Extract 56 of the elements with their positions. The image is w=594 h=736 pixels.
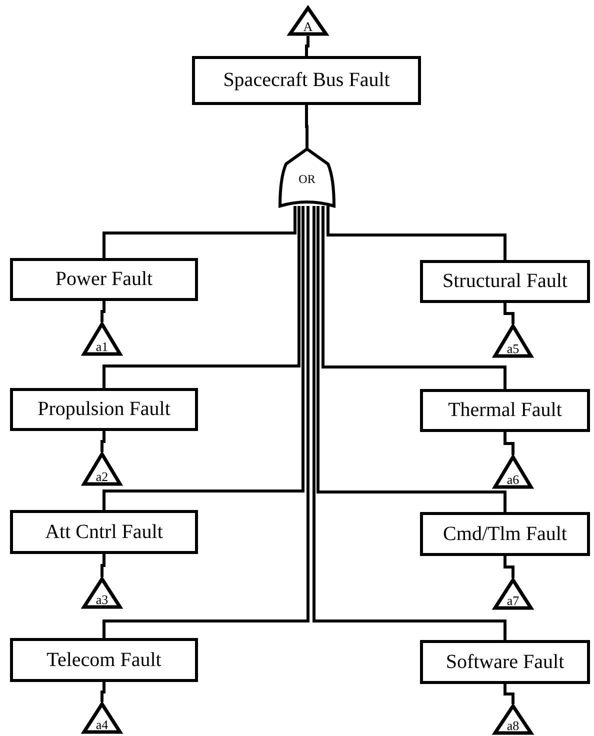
event-box	[420, 640, 590, 684]
event-box	[420, 389, 590, 432]
connector-line	[312, 206, 506, 640]
transfer-triangle	[82, 322, 122, 356]
connector-line	[100, 301, 106, 322]
transfer-triangle	[493, 578, 533, 610]
event-box	[10, 510, 198, 554]
event-label: Software Fault	[446, 650, 564, 674]
event-label: Telecom Fault	[46, 648, 162, 672]
event-label: Propulsion Fault	[38, 398, 170, 421]
event-box	[420, 512, 590, 556]
connector-line	[316, 206, 506, 512]
transfer-triangle	[493, 324, 533, 358]
connector-line	[102, 206, 310, 638]
transfer-triangle	[493, 455, 533, 489]
connector-line	[305, 36, 310, 56]
or-gate	[279, 148, 335, 210]
transfer-label: a1	[96, 340, 108, 356]
connector-line	[100, 682, 106, 702]
event-label: Spacecraft Bus Fault	[223, 69, 390, 92]
transfer-label: a4	[96, 718, 108, 734]
transfer-label: a3	[96, 593, 108, 609]
transfer-label: a2	[96, 470, 108, 486]
connector-line	[102, 206, 296, 258]
event-label: Cmd/Tlm Fault	[443, 522, 567, 546]
event-box	[10, 258, 198, 301]
connector-line	[504, 684, 514, 704]
gate-label: OR	[298, 173, 316, 185]
event-box	[192, 56, 421, 105]
event-box	[10, 638, 198, 682]
connector-line	[322, 206, 506, 389]
event-label: Thermal Fault	[448, 399, 562, 422]
connector-line	[100, 431, 106, 452]
connector-line	[102, 206, 304, 510]
transfer-triangle	[82, 452, 122, 486]
connector-line	[504, 556, 514, 578]
event-label: Structural Fault	[442, 270, 568, 293]
transfer-triangle	[82, 702, 122, 734]
transfer-label: A	[303, 20, 313, 36]
transfer-triangle	[288, 6, 328, 36]
transfer-label: a5	[506, 342, 520, 358]
connector-line	[326, 206, 506, 260]
connector-line	[305, 105, 308, 148]
connector-line	[100, 554, 106, 577]
connector-line	[102, 206, 300, 388]
transfer-label: a8	[506, 719, 520, 735]
event-label: Power Fault	[55, 268, 153, 291]
connector-line	[504, 303, 514, 324]
event-box	[420, 260, 590, 303]
transfer-triangle	[493, 704, 533, 735]
event-label: Att Cntrl Fault	[45, 520, 163, 544]
transfer-triangle	[82, 577, 122, 609]
connector-line	[504, 432, 514, 455]
transfer-label: a7	[506, 594, 520, 610]
transfer-label: a6	[506, 473, 520, 489]
event-box	[10, 388, 198, 431]
